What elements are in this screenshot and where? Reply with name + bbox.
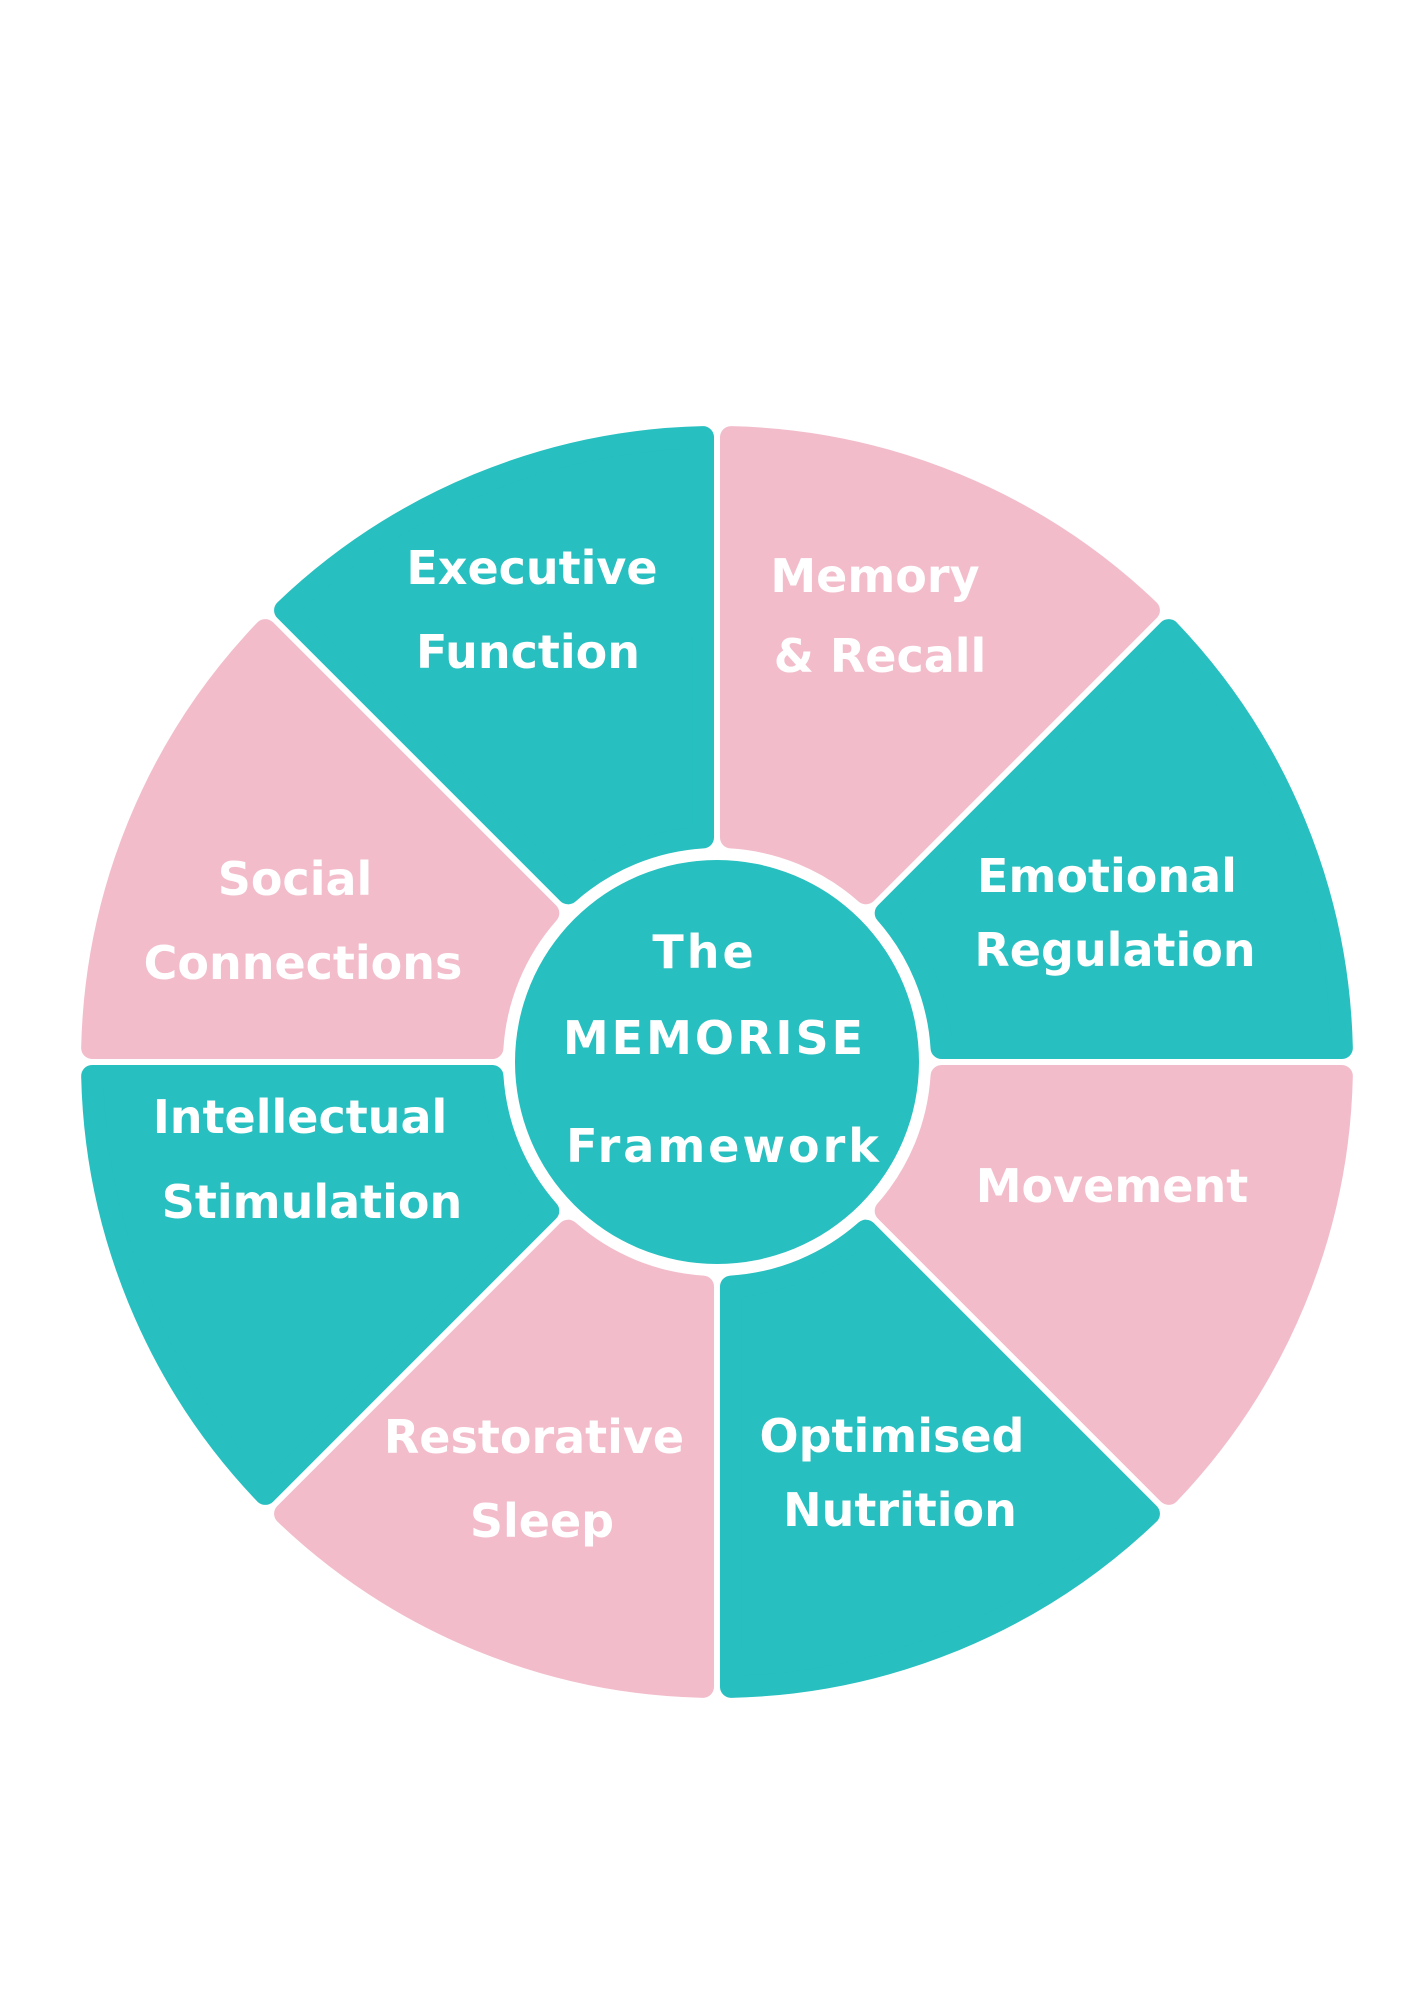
center-label-line: MEMORISE [563, 1011, 866, 1065]
segment-emotional-regulation: Emotional Regulation [874, 619, 1353, 1060]
segment-shape [81, 619, 560, 1060]
segment-shape [874, 1064, 1353, 1505]
segment-label-line: Intellectual [153, 1090, 448, 1144]
svg-text:Movement: Movement [976, 1159, 1248, 1213]
svg-text:Executive Function: Executive Function [406, 541, 673, 679]
svg-text:Memory & Recall: Memory & Recall [770, 549, 995, 683]
segment-label-line: Nutrition [783, 1483, 1017, 1537]
segment-label-line: Movement [976, 1159, 1248, 1213]
segment-shape [874, 619, 1353, 1060]
segment-label-line: Emotional [977, 849, 1237, 903]
svg-text:Emotional Regulation: Emotional Regulation [974, 849, 1255, 977]
segment-label-line: Memory [770, 549, 979, 603]
segment-label-line: Regulation [974, 923, 1255, 977]
segment-label-line: Sleep [470, 1494, 614, 1548]
segment-label-line: Restorative [384, 1410, 684, 1464]
segment-shape [274, 1219, 715, 1698]
segment-memory-recall: Memory & Recall [719, 426, 1160, 905]
svg-text:Optimised Nutrition: Optimised Nutrition [759, 1409, 1040, 1537]
segment-shape [274, 426, 715, 905]
center-label-line: The [652, 925, 756, 979]
segment-optimised-nutrition: Optimised Nutrition [719, 1219, 1160, 1698]
segment-label-line: Executive [406, 541, 657, 595]
segment-label-line: & Recall [774, 629, 987, 683]
segment-intellectual-stimulation: Intellectual Stimulation [81, 1064, 560, 1505]
segment-movement: Movement [874, 1064, 1353, 1505]
segment-label-line: Function [416, 625, 640, 679]
svg-text:Social Connections: Social Connections [144, 852, 463, 990]
segment-label-line: Connections [144, 936, 463, 990]
svg-text:Intellectual Stimulation: Intellectual Stimulation [153, 1090, 464, 1229]
segment-restorative-sleep: Restorative Sleep [274, 1219, 715, 1698]
segment-shape [719, 426, 1160, 905]
svg-text:The MEMORISE Frame: The MEMORISE Framework [563, 925, 885, 1173]
segment-executive-function: Executive Function [274, 426, 715, 905]
segment-label-line: Social [218, 852, 373, 906]
segment-shape [719, 1219, 1160, 1698]
segment-label-line: Stimulation [162, 1175, 462, 1229]
center-hub: The MEMORISE Framework [515, 860, 919, 1264]
center-circle [515, 860, 919, 1264]
svg-text:Restorative Sleep: Restorative Sleep [384, 1410, 700, 1548]
segment-social-connections: Social Connections [81, 619, 560, 1060]
segment-shape [81, 1064, 560, 1505]
segment-label-line: Optimised [759, 1409, 1024, 1463]
center-label-line: Framework [566, 1119, 882, 1173]
